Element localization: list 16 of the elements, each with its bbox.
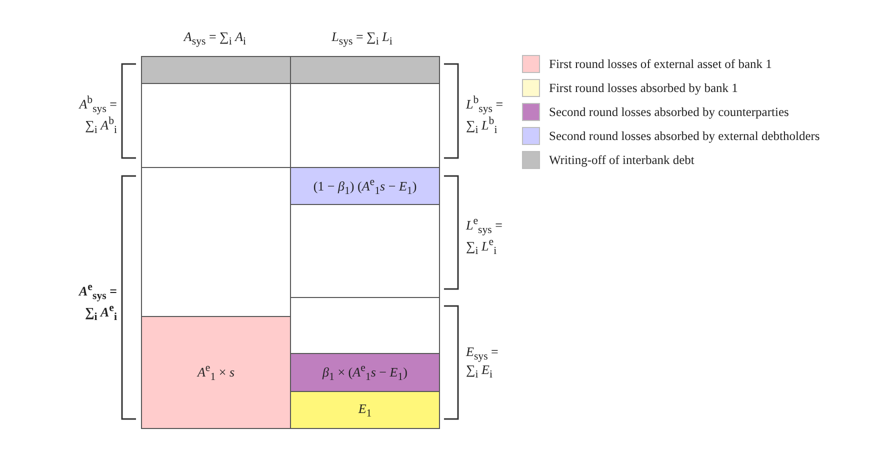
legend-label: Writing-off of interbank debt [549, 153, 694, 168]
formula-label: E$_{sys}$ = ∑$_{i}$ E$_{i}$ [466, 345, 500, 382]
balance-sheet-block [290, 167, 440, 205]
formula-label: A$_{sys}$ = ∑$_{i}$ A$_{i}$ [182, 30, 248, 48]
legend-label: First round losses of external asset of bank 1 [549, 57, 772, 72]
legend-label: First round losses absorbed by bank 1 [549, 81, 738, 96]
balance-sheet-block [290, 391, 440, 429]
legend-label: Second round losses absorbed by counterparties [549, 105, 789, 120]
formula-text: A$^{e}$$_{1}$ × s [197, 362, 235, 383]
formula-label: L$_{sys}$ = ∑$_{i}$ L$_{i}$ [330, 30, 394, 48]
balance-sheet-block [141, 316, 291, 429]
legend-label: Second round losses absorbed by external debtholders [549, 129, 820, 144]
balance-sheet-block [290, 353, 440, 392]
formula-text: β$_{1}$ × (A$^{e}$$_{1}$s − E$_{1}$) [322, 362, 408, 383]
formula-text: E$_{1}$ [358, 400, 372, 420]
formula-text: (1 − β$_{1}$) (A$^{e}$$_{1}$s − E$_{1}$) [313, 176, 417, 196]
